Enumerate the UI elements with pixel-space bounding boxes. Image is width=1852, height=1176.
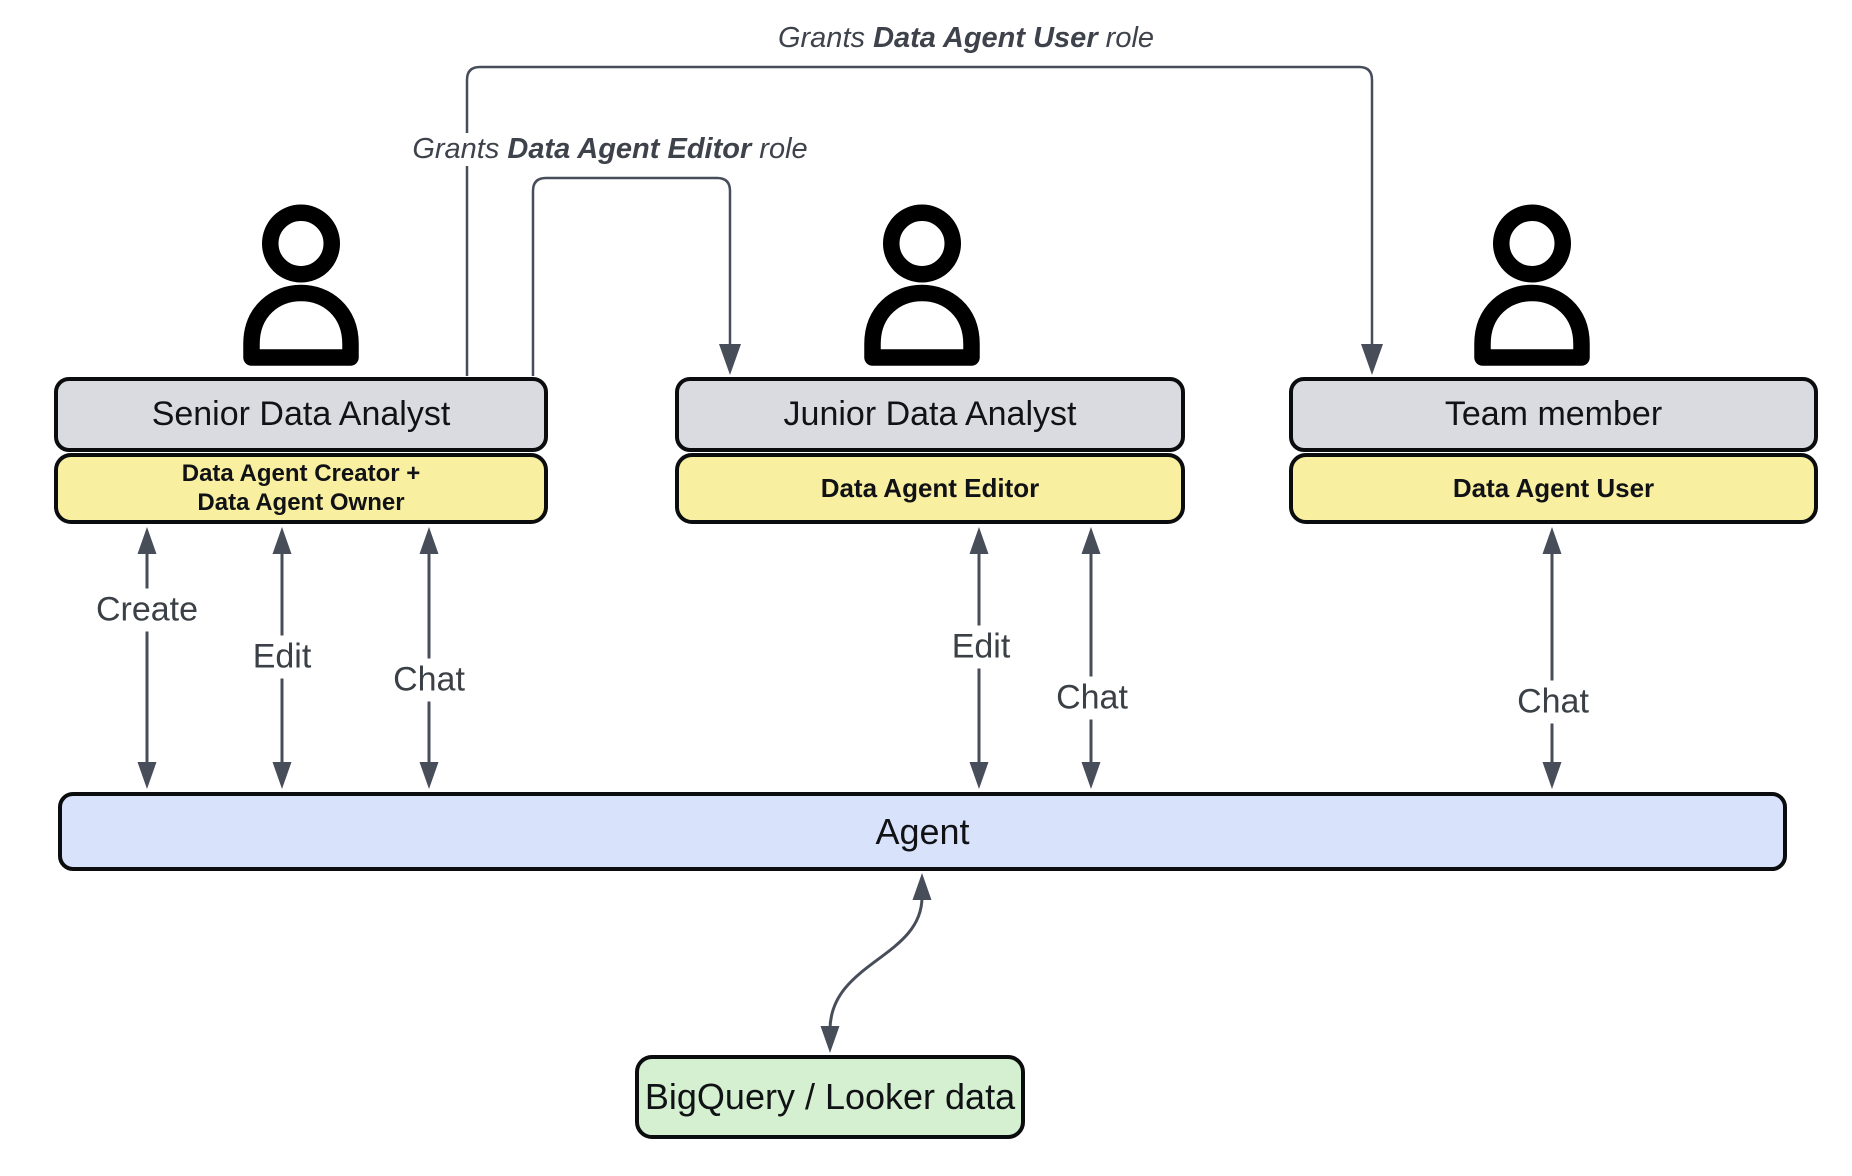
agent-datastore-arrow <box>820 873 932 1053</box>
action-arrows <box>137 527 1562 789</box>
person-icon <box>1474 204 1590 366</box>
grant-editor-suffix: role <box>751 133 808 165</box>
grant-arrowheads <box>719 344 1383 375</box>
grant-user-arrowhead <box>1361 344 1383 375</box>
datastore-label: BigQuery / Looker data <box>644 1076 1016 1117</box>
actor-title: Senior Data Analyst <box>151 395 451 433</box>
action-label-chat: Chat <box>386 658 472 702</box>
person-icon <box>243 204 359 366</box>
person-icon <box>864 204 980 366</box>
grant-user-connector <box>465 65 1374 376</box>
action-label-chat: Chat <box>1049 676 1135 720</box>
grant-editor-prefix: Grants <box>412 133 508 165</box>
grant-editor-role: Data Agent Editor <box>507 133 752 165</box>
grant-editor-arrowhead <box>719 344 741 375</box>
actor-box-senior-data-analyst: Senior Data Analyst <box>54 377 548 452</box>
agent-label: Agent <box>875 810 970 852</box>
grant-user-prefix: Grants <box>777 22 874 54</box>
role-badge-editor: Data Agent Editor <box>675 453 1185 524</box>
role-line: Data Agent Creator + <box>181 460 421 488</box>
grant-user-label: Grants Data Agent User role <box>771 22 1161 55</box>
grant-user-role: Data Agent User <box>873 22 1098 54</box>
datastore-box: BigQuery / Looker data <box>635 1055 1025 1139</box>
action-label-create: Create <box>88 588 206 632</box>
actor-box-junior-data-analyst: Junior Data Analyst <box>675 377 1185 452</box>
grant-editor-label: Grants Data Agent Editor role <box>406 133 814 166</box>
actor-box-team-member: Team member <box>1289 377 1818 452</box>
role-line: Data Agent User <box>1452 473 1655 504</box>
grant-user-suffix: role <box>1097 22 1155 54</box>
grant-editor-connector <box>531 176 732 376</box>
agent-bar: Agent <box>58 792 1787 871</box>
grant-connectors <box>465 65 1374 376</box>
role-badge-creator-owner: Data Agent Creator + Data Agent Owner <box>54 453 548 524</box>
role-line: Data Agent Owner <box>197 488 405 516</box>
actor-title: Team member <box>1444 395 1663 433</box>
action-label-chat: Chat <box>1510 680 1596 724</box>
actor-title: Junior Data Analyst <box>783 395 1077 433</box>
action-label-edit: Edit <box>245 635 319 679</box>
role-line: Data Agent Editor <box>820 473 1040 504</box>
action-label-edit: Edit <box>944 625 1018 669</box>
role-badge-user: Data Agent User <box>1289 453 1818 524</box>
